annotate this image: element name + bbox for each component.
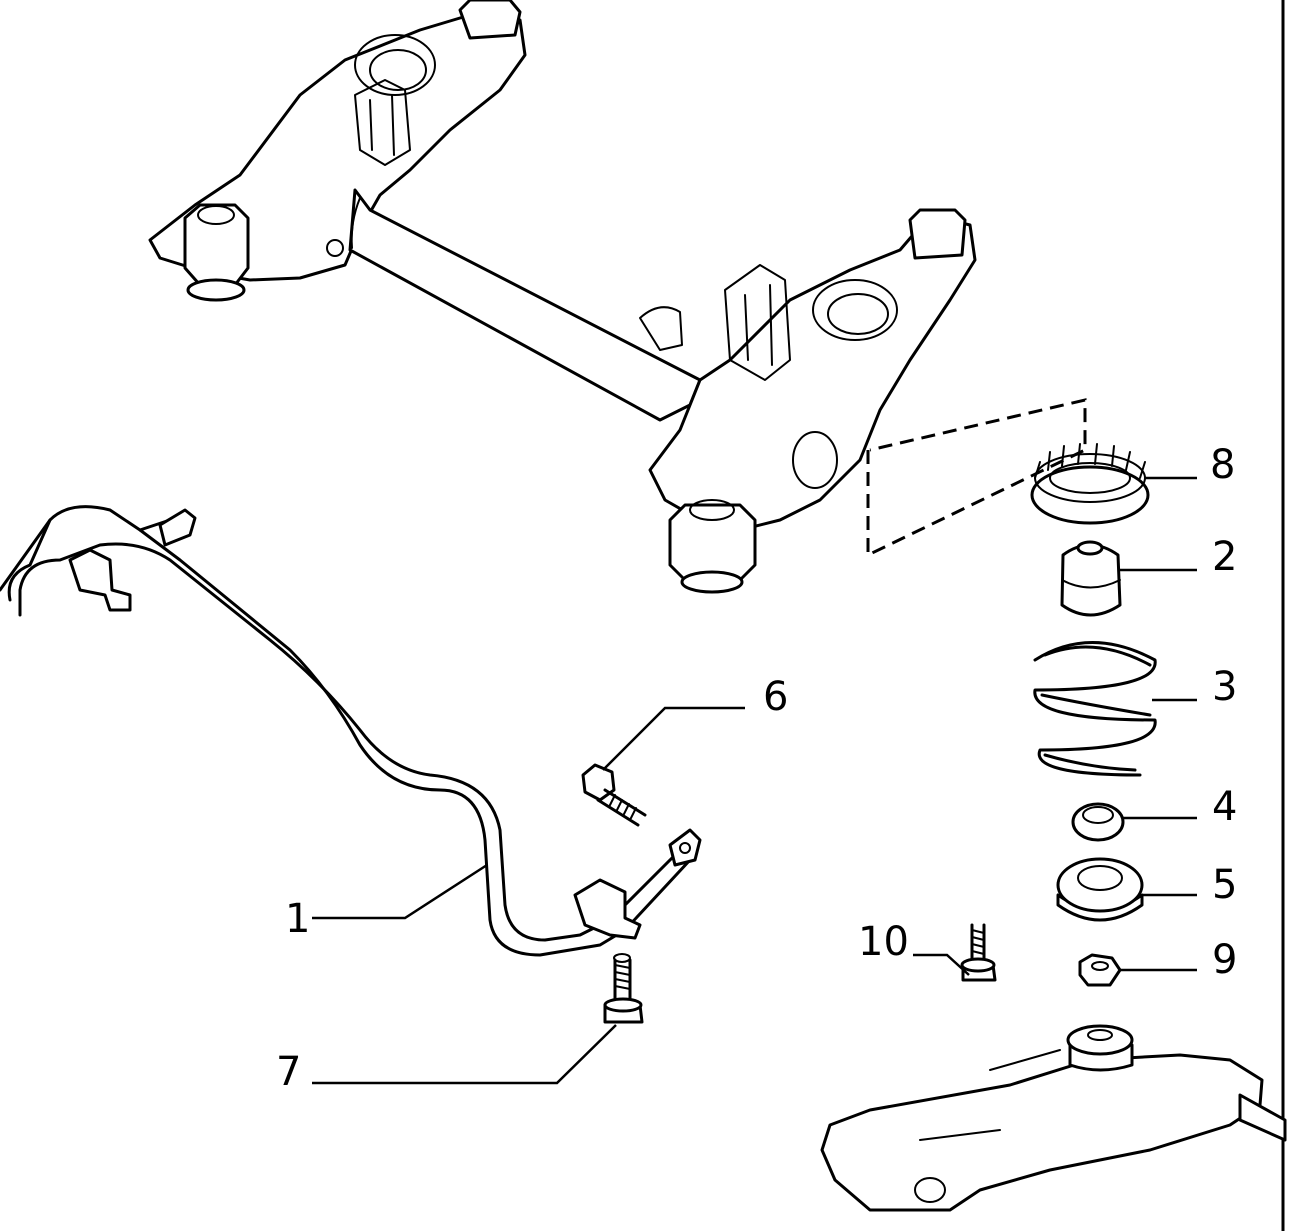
trailing-arm [820,1024,1287,1212]
callout-1: 1 [285,896,310,942]
leader-10 [913,953,970,976]
stabilizer-bar [0,505,702,957]
leader-1 [312,863,488,920]
crossmember-assembly [148,0,977,594]
callout-6: 6 [763,674,788,720]
bolt-7 [603,953,644,1024]
callout-3: 3 [1212,664,1237,710]
callout-9: 9 [1212,937,1237,983]
bushing-4 [1071,802,1125,842]
callout-2: 2 [1212,534,1237,580]
leader-lines [312,476,1197,1085]
guide-lines [866,398,1087,558]
leader-6 [602,706,745,771]
bolt-6 [581,763,647,827]
callout-10: 10 [858,919,909,965]
callout-5: 5 [1212,862,1237,908]
callout-8: 8 [1210,442,1235,488]
nut-9 [1078,953,1122,987]
callouts: 1 2 3 4 5 6 7 8 9 10 [276,442,1237,1095]
callout-7: 7 [276,1049,301,1095]
callout-4: 4 [1212,784,1237,830]
bolt-10 [960,923,997,982]
upper-seat-8 [1030,443,1150,525]
lower-seat-5 [1056,857,1144,922]
bump-stop-2 [1060,540,1122,617]
coil-spring-3 [1033,641,1157,777]
spring-stack [1030,443,1157,987]
leader-7 [312,1024,617,1085]
